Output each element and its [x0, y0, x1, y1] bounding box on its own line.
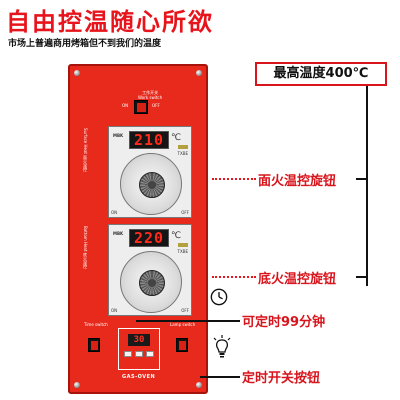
dial-off-label: OFF [181, 210, 189, 215]
power-switch-label-cn: 工作开关 [142, 90, 159, 95]
timer-button[interactable] [146, 351, 154, 357]
controller-brand: MBK [113, 231, 124, 236]
power-switch[interactable] [134, 100, 148, 114]
bottom-temperature-unit: ℃ [171, 231, 182, 241]
bottom-temperature-display: 220 [129, 229, 169, 247]
panel-screw [196, 70, 202, 76]
panel-screw [196, 382, 202, 388]
knob-cap [148, 279, 156, 287]
time-switch-rocker [91, 341, 98, 350]
power-switch-label: 工作开关 Work switch [138, 90, 162, 100]
top-temperature-dial [120, 153, 182, 215]
top-controller-side-label: Surface Heat 面火温控 [83, 128, 88, 172]
power-switch-label-en: Work switch [138, 95, 163, 100]
dial-on-label: ON [111, 308, 118, 313]
knob-cap [148, 181, 156, 189]
callout-pointer-bottom [212, 276, 256, 278]
timer-module: 30 [118, 328, 160, 370]
oven-brand-label: GAS-OVEN [122, 374, 156, 380]
controller-brand: MBK [113, 133, 124, 138]
top-knob-callout: 面火温控旋钮 [256, 170, 339, 189]
timer-callout: 可定时99分钟 [240, 311, 328, 330]
top-temperature-controller: MBK 210 ℃ TXBE ON OFF [108, 126, 192, 218]
oven-control-panel: 工作开关 Work switch ON OFF Surface Heat 面火温… [68, 64, 208, 394]
switch-pointer-line [200, 376, 240, 378]
power-off-label: OFF [152, 103, 160, 108]
timer-switch-callout: 定时开关按钮 [240, 367, 323, 386]
timer-display: 30 [128, 334, 150, 346]
lamp-switch-label: Lamp switch [170, 322, 196, 327]
power-switch-rocker [137, 103, 146, 112]
bottom-temperature-dial [120, 251, 182, 313]
bottom-controller-side-label: Bottom Heat 底火温控 [83, 226, 88, 269]
dial-off-label: OFF [181, 308, 189, 313]
time-switch-label: Time switch [84, 322, 108, 327]
lamp-switch[interactable] [176, 338, 188, 352]
headline-title: 自由控温随心所欲 [6, 8, 214, 36]
indicator-lamp [178, 243, 188, 247]
power-on-label: ON [122, 103, 129, 108]
bottom-knob-callout: 底火温控旋钮 [256, 268, 339, 287]
timer-button[interactable] [135, 351, 143, 357]
top-temperature-unit: ℃ [171, 133, 182, 143]
dial-on-label: ON [111, 210, 118, 215]
clock-icon [210, 288, 228, 306]
lamp-switch-rocker [179, 341, 186, 350]
callout-connector-line [366, 86, 368, 286]
headline-subtitle: 市场上普遍商用烤箱但不到我们的温度 [8, 39, 162, 49]
top-temperature-display: 210 [129, 131, 169, 149]
top-temperature-knob[interactable] [139, 172, 165, 198]
panel-screw [74, 70, 80, 76]
callout-pointer-top [212, 178, 256, 180]
bottom-temperature-knob[interactable] [139, 270, 165, 296]
callout-tick [356, 276, 366, 278]
panel-screw [74, 382, 80, 388]
time-switch[interactable] [88, 338, 100, 352]
bottom-temperature-controller: MBK 220 ℃ TXBE ON OFF [108, 224, 192, 316]
timer-pointer-line [136, 320, 240, 322]
indicator-lamp [178, 145, 188, 149]
lightbulb-icon [213, 335, 231, 358]
controller-model: TXBE [177, 249, 188, 254]
callout-tick [356, 178, 366, 180]
controller-model: TXBE [177, 151, 188, 156]
max-temperature-callout: 最高温度400℃ [255, 62, 387, 86]
timer-button[interactable] [124, 351, 132, 357]
